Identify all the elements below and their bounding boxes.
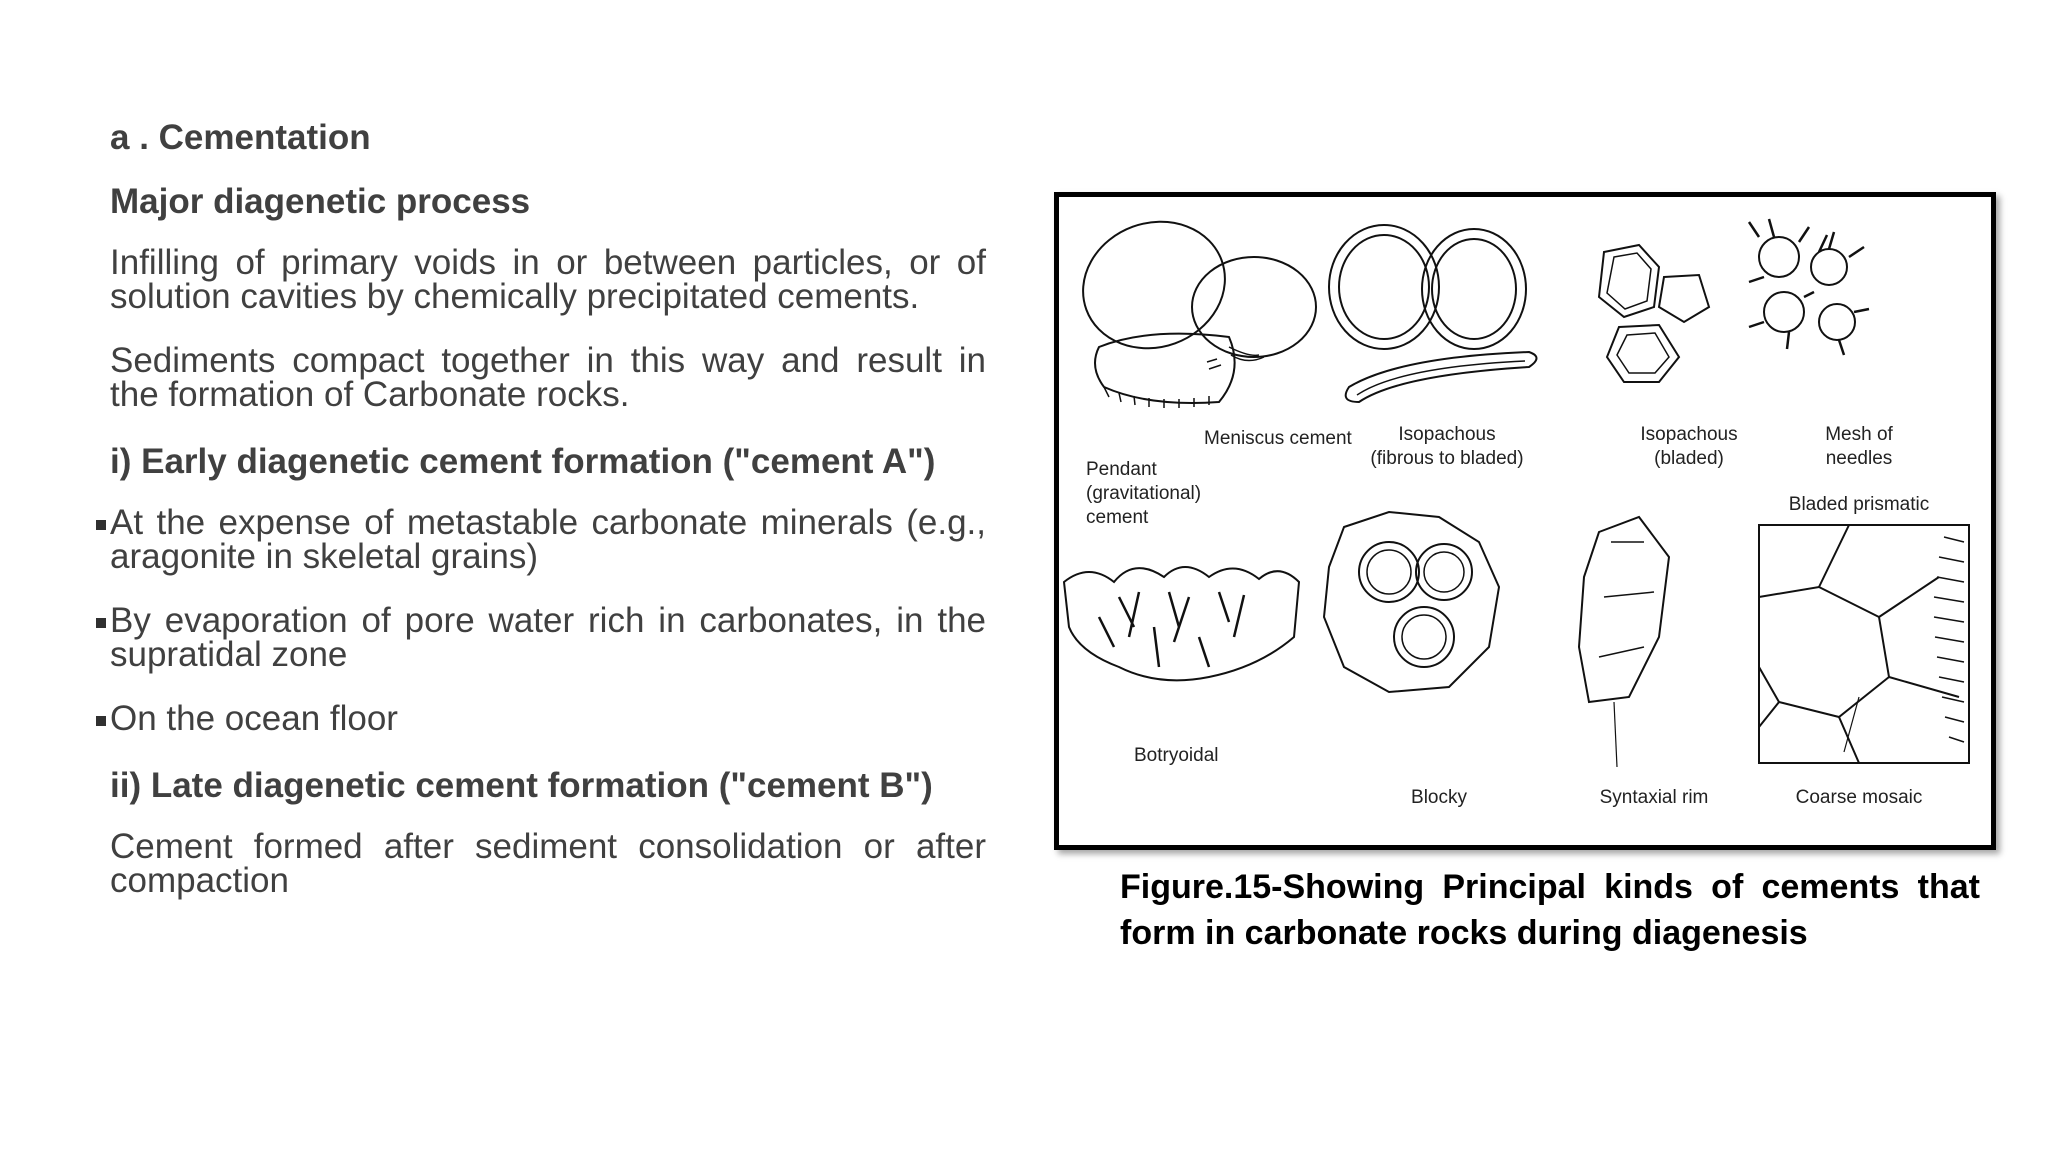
bullet-item: At the expense of metastable carbonate m… [96,503,986,576]
isopachous-bladed-illustration [1597,243,1711,383]
label-pendant-line3: cement [1086,507,1149,528]
label-bladed-prismatic: Bladed prismatic [1789,494,1929,515]
label-syntaxial-rim: Syntaxial rim [1600,787,1709,808]
text-column: a . Cementation Major diagenetic process… [96,118,986,928]
coarse-mosaic-illustration [1758,524,1970,764]
mesh-of-needles-illustration [1747,218,1870,356]
paragraph-compaction: Sediments compact together in this way a… [110,341,986,414]
bullet-text: At the expense of metastable carbonate m… [110,503,986,576]
blocky-illustration [1322,510,1501,694]
label-isopachous-bladed-line2: (bladed) [1654,448,1724,469]
label-meniscus: Meniscus cement [1204,428,1353,449]
bullet-item: On the ocean floor [96,699,986,738]
pendant-meniscus-illustration [1082,220,1317,408]
botryoidal-illustration [1062,566,1301,682]
label-blocky: Blocky [1411,787,1467,808]
figure-caption: Figure.15-Showing Principal kinds of cem… [1120,868,1980,952]
label-mesh-line1: Mesh of [1825,424,1893,445]
early-cement-heading: i) Early diagenetic cement formation ("c… [110,442,936,481]
bullet-marker [96,716,106,726]
late-cement-heading: ii) Late diagenetic cement formation ("c… [110,766,933,805]
label-botryoidal: Botryoidal [1134,745,1219,766]
bullet-text: By evaporation of pore water rich in car… [110,601,986,674]
label-coarse-mosaic: Coarse mosaic [1796,787,1923,808]
label-isopachous-fibrous-line2: (fibrous to bladed) [1370,448,1523,469]
label-mesh-line2: needles [1826,448,1893,469]
bullet-text: On the ocean floor [110,699,398,738]
subheading: Major diagenetic process [110,182,531,221]
syntaxial-rim-illustration [1577,515,1671,768]
label-pendant-line1: Pendant [1086,459,1158,480]
label-isopachous-bladed-line1: Isopachous [1640,424,1737,445]
section-heading: a . Cementation [110,118,371,157]
figure-labels: Pendant (gravitational) cement Meniscus … [1086,424,1929,808]
label-pendant-line2: (gravitational) [1086,483,1201,504]
bullet-marker [96,618,106,628]
isopachous-fibrous-illustration [1328,224,1538,404]
label-isopachous-fibrous-line1: Isopachous [1398,424,1495,445]
bullet-marker [96,520,106,530]
bullet-item: By evaporation of pore water rich in car… [96,601,986,674]
cement-types-figure: Pendant (gravitational) cement Meniscus … [1054,192,1996,850]
cement-diagram: Pendant (gravitational) cement Meniscus … [1062,218,1970,808]
paragraph-infilling: Infilling of primary voids in or between… [110,243,986,316]
paragraph-late-cement: Cement formed after sediment consolidati… [110,827,986,900]
